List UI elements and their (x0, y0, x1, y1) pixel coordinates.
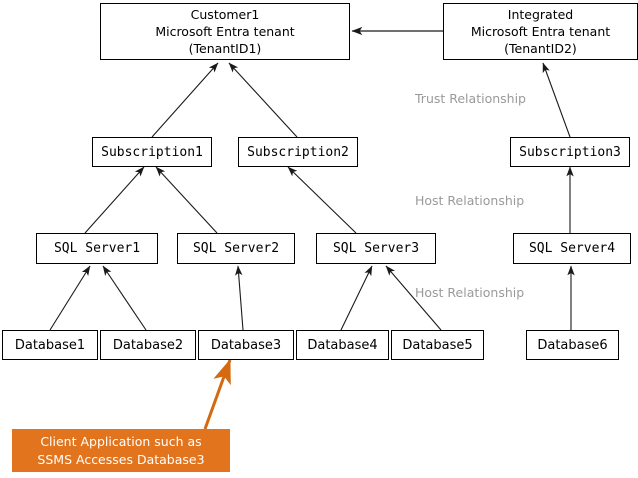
label-host-relationship-lower: Host Relationship (415, 285, 525, 300)
node-database5[interactable]: Database5 (391, 330, 484, 360)
callout-client-application[interactable]: Client Application such as SSMS Accesses… (12, 429, 230, 472)
edge-database3-to-sqlserver2 (235, 265, 244, 331)
node-sqlserver3[interactable]: SQL Server3 (316, 233, 436, 264)
label-host-relationship-upper: Host Relationship (415, 193, 525, 208)
edge-subscription3-to-integrated-tenant (542, 62, 571, 138)
node-customer-tenant[interactable]: Customer1 Microsoft Entra tenant (Tenant… (100, 3, 350, 60)
callout-line2: SSMS Accesses Database3 (37, 451, 205, 467)
node-sqlserver1[interactable]: SQL Server1 (36, 233, 158, 264)
edge-sqlserver2-to-subscription1 (155, 166, 218, 234)
edge-subscription1-to-customer1 (151, 62, 219, 138)
customer-tenant-line3: (TenantID1) (188, 41, 262, 56)
edge-subscription2-to-customer1 (228, 62, 298, 138)
integrated-tenant-line2: Microsoft Entra tenant (470, 24, 611, 39)
node-database2[interactable]: Database2 (100, 330, 196, 360)
node-integrated-tenant[interactable]: Integrated Microsoft Entra tenant (Tenan… (443, 3, 638, 60)
edge-database2-to-sqlserver1 (102, 265, 147, 331)
node-database6[interactable]: Database6 (526, 330, 619, 360)
customer-tenant-line1: Customer1 (190, 7, 260, 22)
edge-database4-to-sqlserver3 (340, 265, 373, 331)
node-database3[interactable]: Database3 (198, 330, 294, 360)
node-sqlserver2[interactable]: SQL Server2 (177, 233, 295, 264)
customer-tenant-line2: Microsoft Entra tenant (155, 24, 295, 39)
label-trust-relationship: Trust Relationship (415, 91, 526, 106)
node-subscription3[interactable]: Subscription3 (510, 137, 630, 167)
integrated-tenant-line1: Integrated (507, 7, 574, 22)
node-database4[interactable]: Database4 (296, 330, 389, 360)
integrated-tenant-line3: (TenantID2) (504, 41, 577, 56)
edge-sqlserver1-to-subscription1 (84, 166, 145, 234)
edge-sqlserver3-to-subscription2 (287, 166, 357, 234)
node-subscription2[interactable]: Subscription2 (238, 137, 358, 167)
node-sqlserver4[interactable]: SQL Server4 (513, 233, 631, 264)
edge-database1-to-sqlserver1 (49, 265, 91, 331)
callout-line1: Client Application such as (40, 433, 202, 449)
edge-client-application-to-database3 (203, 358, 232, 430)
node-database1[interactable]: Database1 (2, 330, 98, 360)
node-subscription1[interactable]: Subscription1 (92, 137, 212, 167)
